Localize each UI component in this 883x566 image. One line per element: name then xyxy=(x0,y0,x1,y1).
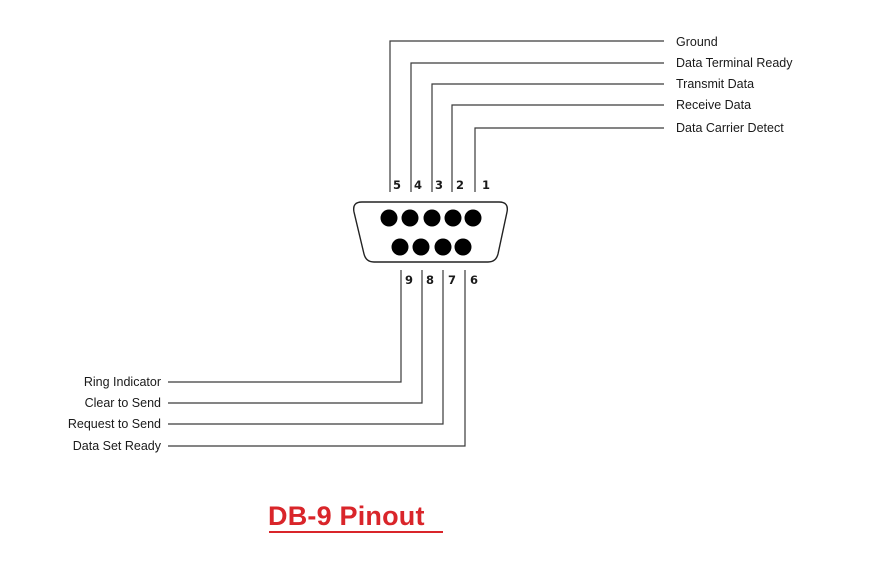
top-signal-labels: Ground Data Terminal Ready Transmit Data… xyxy=(676,35,793,135)
pin-number-8: 8 xyxy=(426,273,434,287)
top-pin-numbers: 5 4 3 2 1 xyxy=(393,178,490,192)
leader-line-pin-2 xyxy=(451,104,664,192)
leader-line-pin-6 xyxy=(168,270,466,447)
pin-number-9: 9 xyxy=(405,273,413,287)
pin-8 xyxy=(412,238,430,256)
pin-number-2: 2 xyxy=(456,178,464,192)
pin-number-6: 6 xyxy=(470,273,478,287)
leader-line-pin-5 xyxy=(389,40,664,192)
leader-line-pin-3 xyxy=(431,83,664,192)
signal-label-data-terminal-ready: Data Terminal Ready xyxy=(676,56,793,70)
pin-7 xyxy=(434,238,452,256)
leader-line-pin-7 xyxy=(168,270,444,425)
top-leader-lines xyxy=(389,40,664,192)
pin-3 xyxy=(423,209,441,227)
leader-line-pin-9 xyxy=(168,270,402,383)
pin-2 xyxy=(444,209,462,227)
pin-5 xyxy=(380,209,398,227)
signal-label-data-carrier-detect: Data Carrier Detect xyxy=(676,121,784,135)
signal-label-receive-data: Receive Data xyxy=(676,98,751,112)
bottom-signal-labels: Ring Indicator Clear to Send Request to … xyxy=(68,375,162,453)
diagram-title: DB-9 Pinout xyxy=(268,501,425,531)
bottom-pin-numbers: 9 8 7 6 xyxy=(405,273,478,287)
pin-1 xyxy=(464,209,482,227)
pin-number-3: 3 xyxy=(435,178,443,192)
title-underline xyxy=(269,531,443,533)
pin-number-5: 5 xyxy=(393,178,401,192)
leader-line-pin-8 xyxy=(168,270,423,404)
pin-number-7: 7 xyxy=(448,273,456,287)
pin-number-4: 4 xyxy=(414,178,422,192)
leader-line-pin-4 xyxy=(410,62,664,192)
pin-number-1: 1 xyxy=(482,178,490,192)
pin-9 xyxy=(391,238,409,256)
signal-label-data-set-ready: Data Set Ready xyxy=(73,439,162,453)
leader-line-pin-1 xyxy=(474,127,664,192)
bottom-row-pins xyxy=(391,238,472,256)
signal-label-ring-indicator: Ring Indicator xyxy=(84,375,161,389)
signal-label-request-to-send: Request to Send xyxy=(68,417,161,431)
pin-6 xyxy=(454,238,472,256)
signal-label-ground: Ground xyxy=(676,35,718,49)
top-row-pins xyxy=(380,209,482,227)
signal-label-clear-to-send: Clear to Send xyxy=(85,396,161,410)
bottom-leader-lines xyxy=(168,270,466,447)
pin-4 xyxy=(401,209,419,227)
signal-label-transmit-data: Transmit Data xyxy=(676,77,754,91)
